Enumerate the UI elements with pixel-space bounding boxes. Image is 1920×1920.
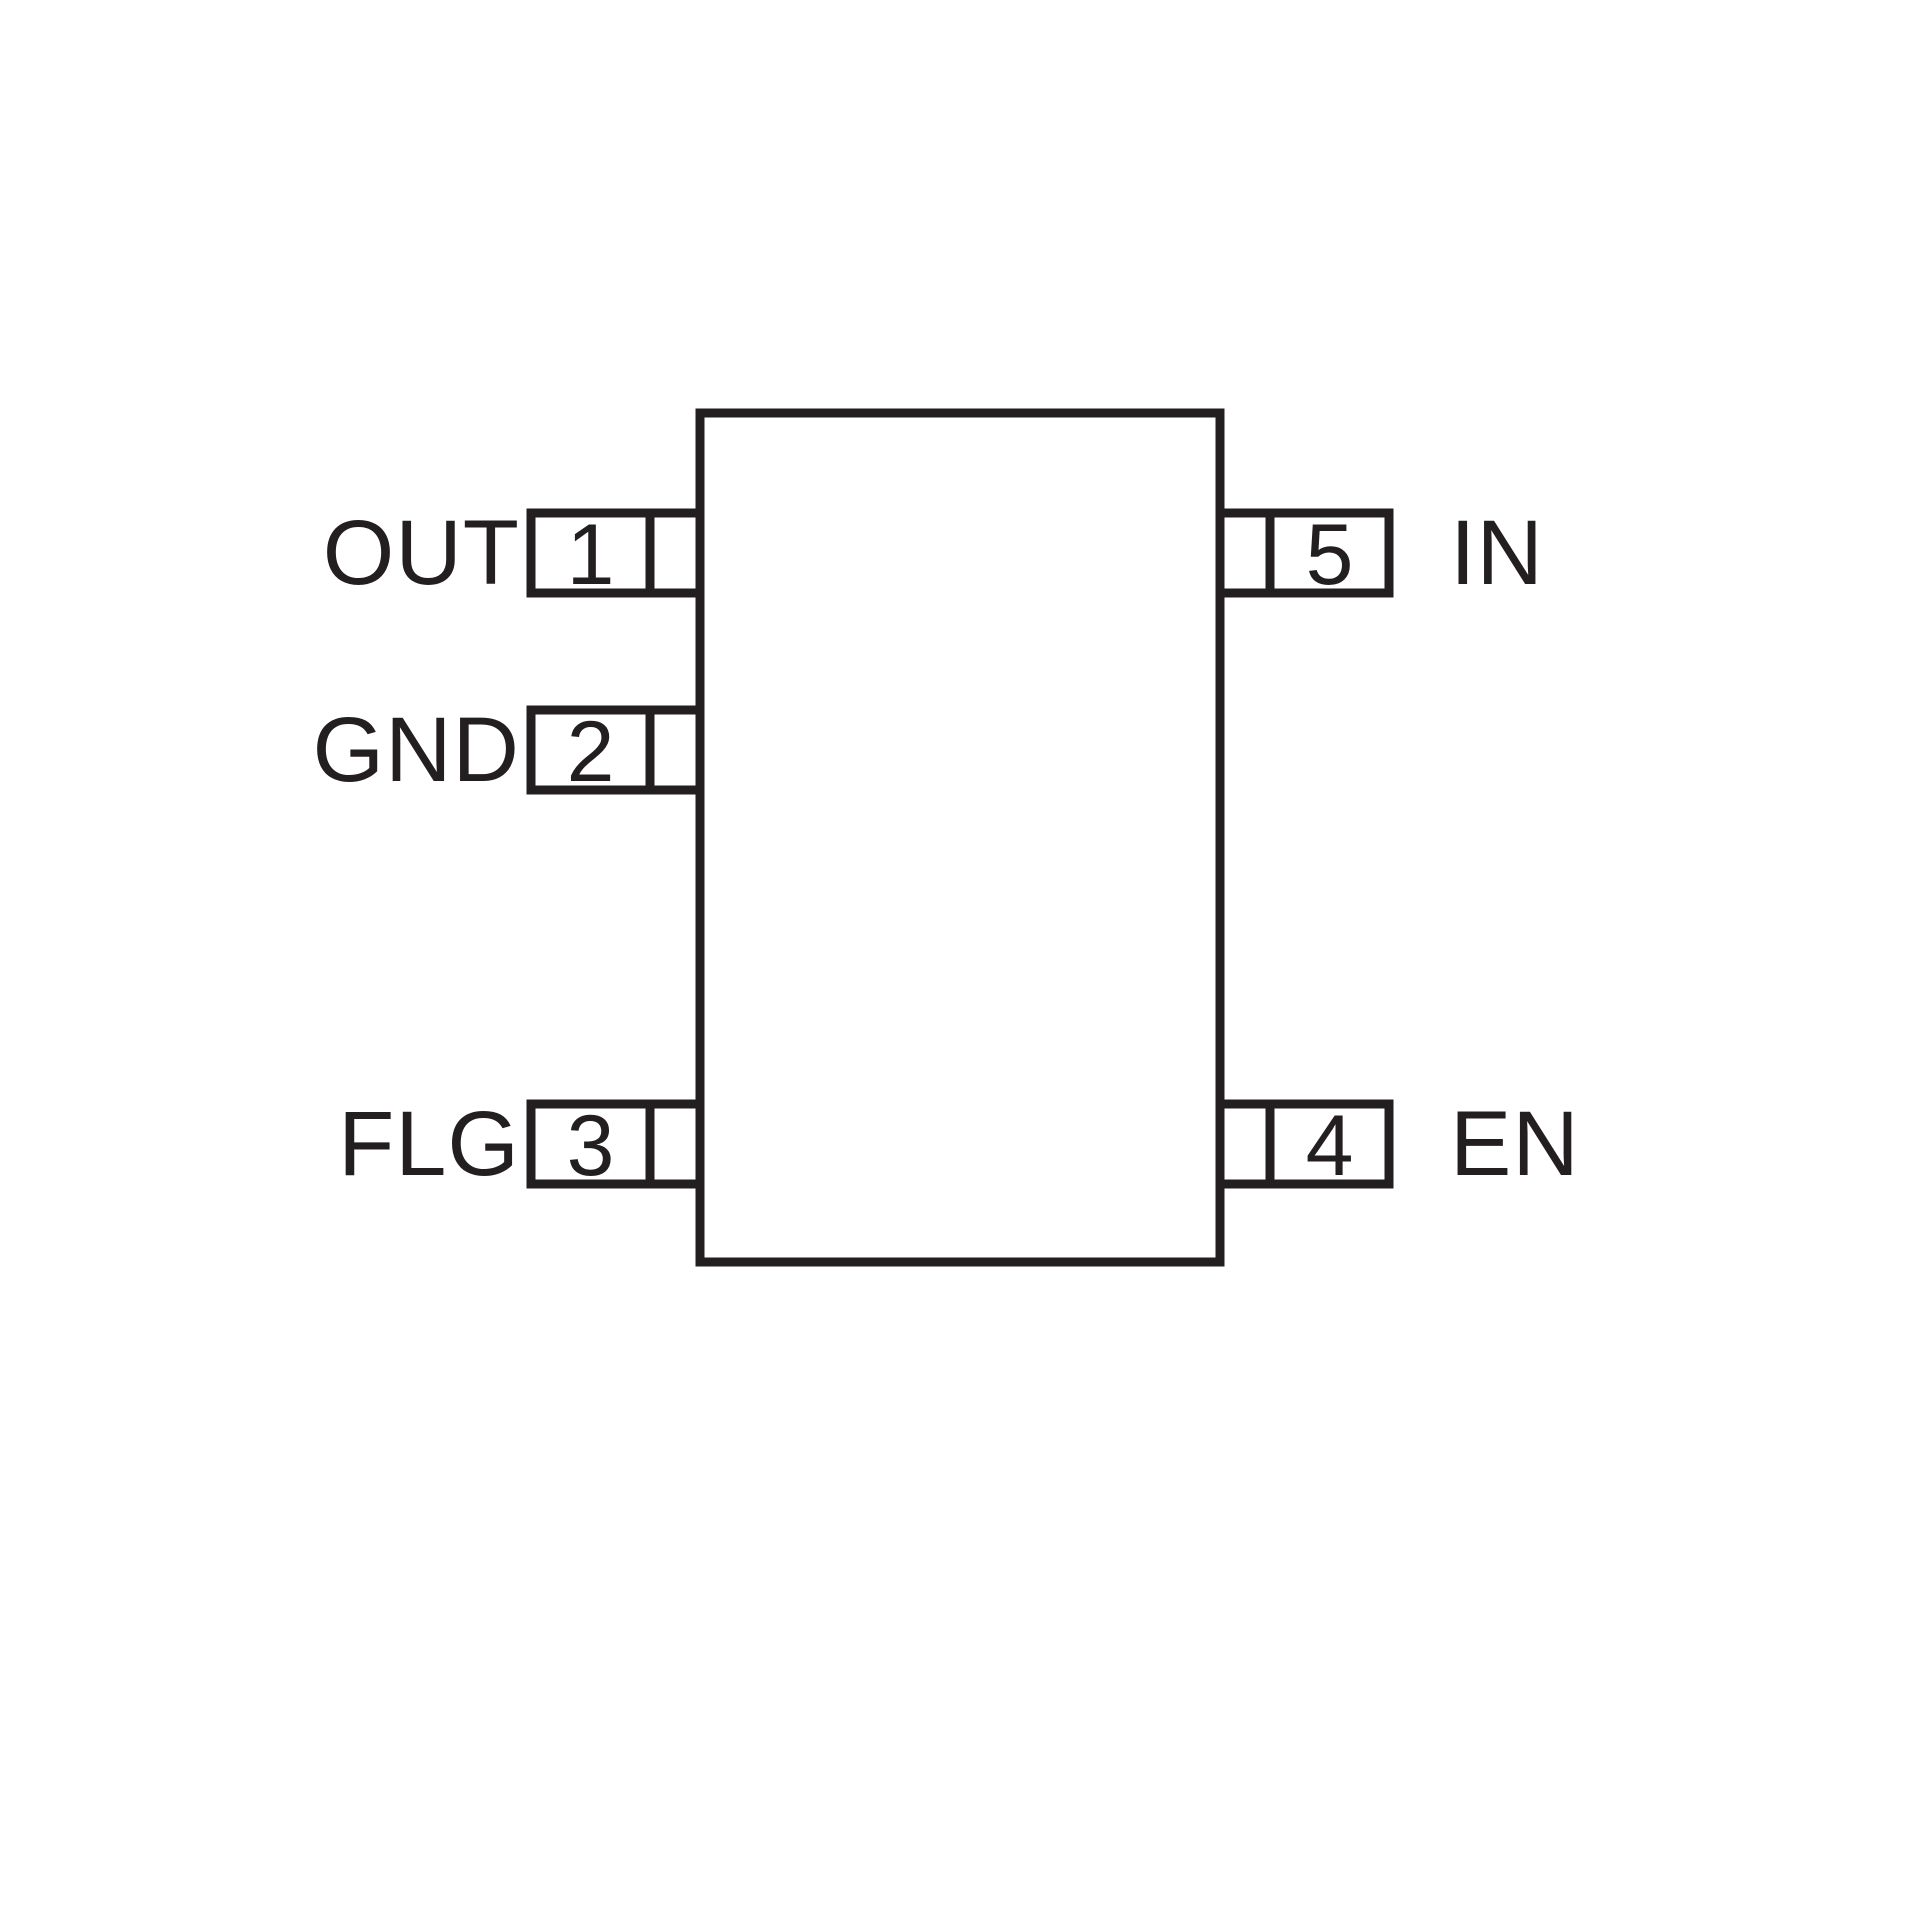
pin-2-gnd-number: 2	[567, 704, 615, 800]
pin-1-out-lead	[526, 508, 705, 598]
pin-5-in-number: 5	[1306, 507, 1354, 603]
pin-2-gnd-label: GND	[313, 699, 520, 801]
pin-1-out-number: 1	[567, 507, 615, 603]
pin-3-flg-lead	[526, 1099, 705, 1189]
pin-1-out-label: OUT	[323, 502, 520, 604]
pin-2-gnd-lead	[526, 705, 705, 795]
pin-4-en-number: 4	[1306, 1098, 1354, 1194]
pin-3-flg-label: FLG	[338, 1093, 520, 1195]
pin-4-en-label: EN	[1450, 1093, 1580, 1195]
pin-5-in-label: IN	[1450, 502, 1544, 604]
pin-5-in-lead	[1215, 508, 1394, 598]
pin-4-en-lead	[1215, 1099, 1394, 1189]
package-body-outline	[695, 408, 1225, 1267]
pin-3-flg-number: 3	[567, 1098, 615, 1194]
